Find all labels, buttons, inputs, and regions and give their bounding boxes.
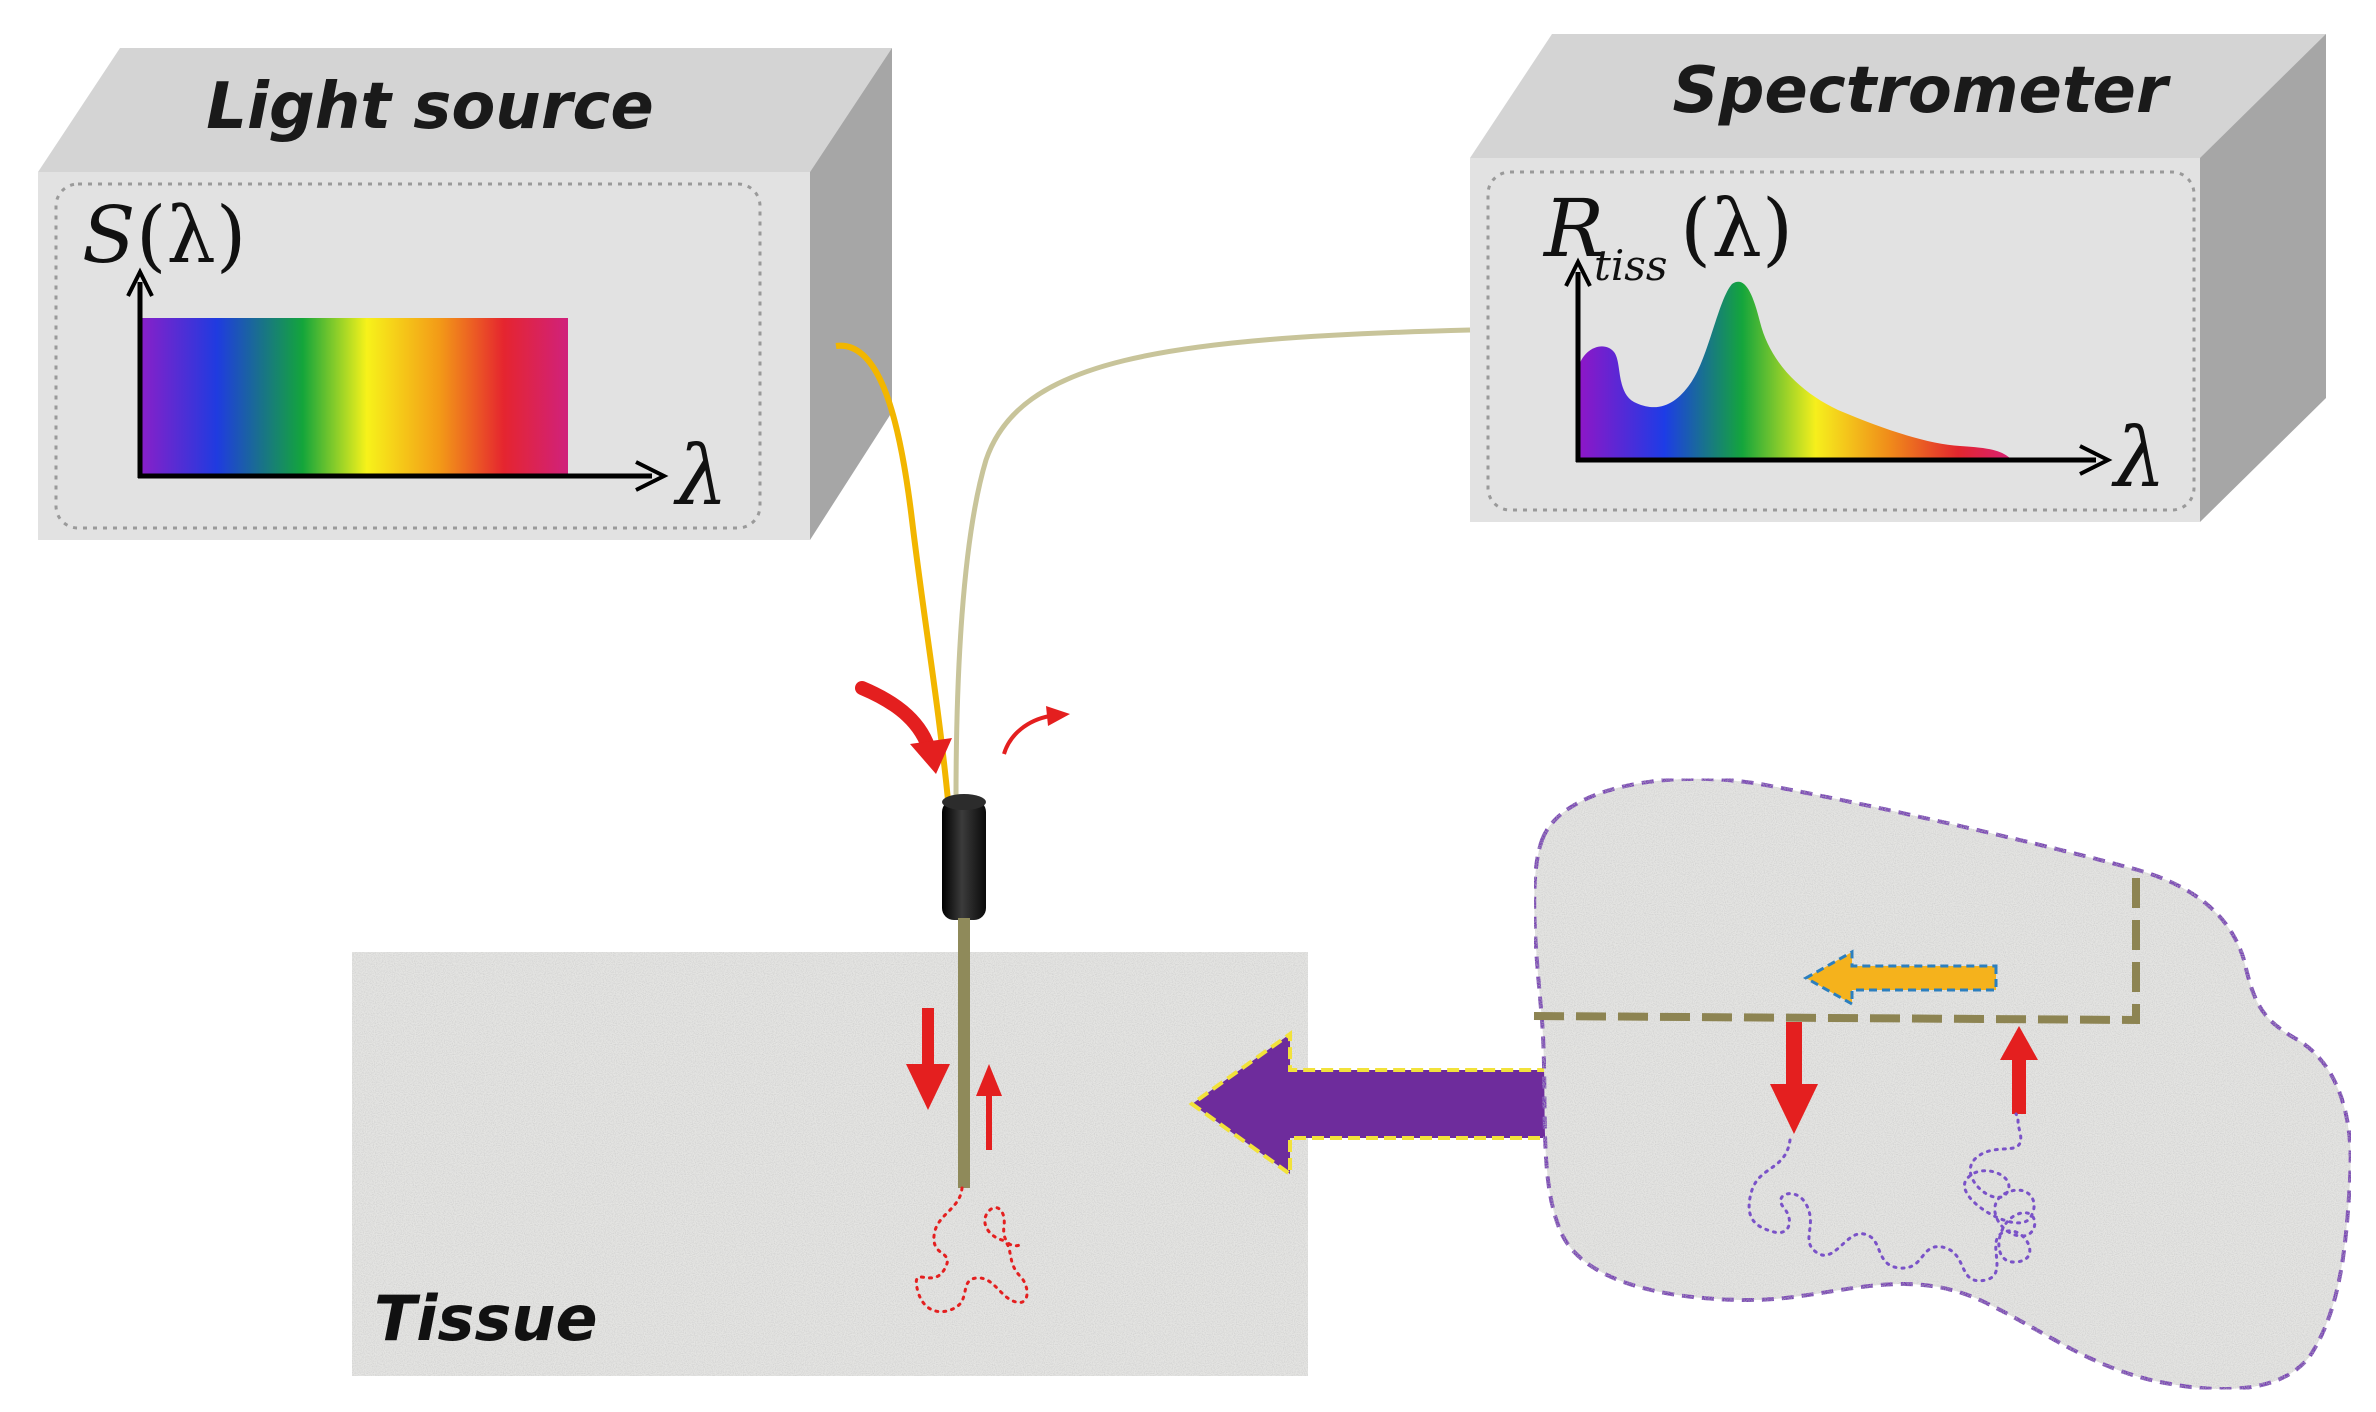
spectrometer-x-axis-arrow-icon [2079,444,2113,476]
probe-head [942,800,986,920]
zoomed-down-arrow-icon [1770,1022,1818,1134]
spectrometer-y-label-func: R [1542,182,1604,275]
spectrometer-display [1486,170,2196,512]
spectrometer-spectrum [1578,281,2010,458]
tissue-label: Tissue [374,1282,598,1355]
spectrometer-x-label: λ [2111,411,2166,506]
light-source-y-label-arg: (λ) [136,191,246,281]
spectrometer-y-label-sub: tiss [1594,241,1667,290]
spectrometer-box: Spectrometer R tiss (λ) λ [1470,34,2326,522]
probe-needle-in-tissue [958,952,970,1188]
light-source-x-label: λ [673,429,728,524]
spectrometer-title: Spectrometer [1672,54,2170,128]
probe-head-cap [942,794,986,810]
zoomed-up-arrow-icon [2000,1026,2038,1114]
spectrometer-y-label-arg: (λ) [1680,182,1793,275]
light-source-display [54,182,762,530]
light-source-spectrum [140,318,568,474]
up-arrow-icon [976,1064,1002,1150]
light-source-title: Light source [206,70,654,144]
zoomed-tissue [1532,776,2353,1392]
zoomed-fiber-path [1533,872,2140,1025]
photon-path [914,1186,1029,1314]
zoomed-photon-path [1747,1112,2037,1283]
light-source-x-axis-arrow-icon [635,460,669,492]
zoomed-light-arrow-icon [1802,949,1998,1007]
illumination-fiber [835,342,951,801]
incident-light-arrow-icon [855,681,952,774]
light-source-box: Light source S (λ) λ [38,48,892,540]
tissue-region [352,952,1308,1376]
zoomed-tissue-region [1532,776,2353,1392]
light-source-y-axis-arrow-icon [126,267,154,297]
returned-light-arrow-icon [1002,706,1070,755]
spectrometer-box-top [1470,34,2326,158]
spectrometer-y-axis-arrow-icon [1564,257,1592,287]
spectrometer-box-side [2200,34,2326,522]
collection-fiber [953,327,1471,801]
light-source-y-label-func: S [82,191,135,281]
down-arrow-icon [906,1008,950,1110]
light-source-box-top [38,48,892,172]
light-source-box-side [810,48,892,540]
tissue-block: Tissue [352,952,1308,1376]
